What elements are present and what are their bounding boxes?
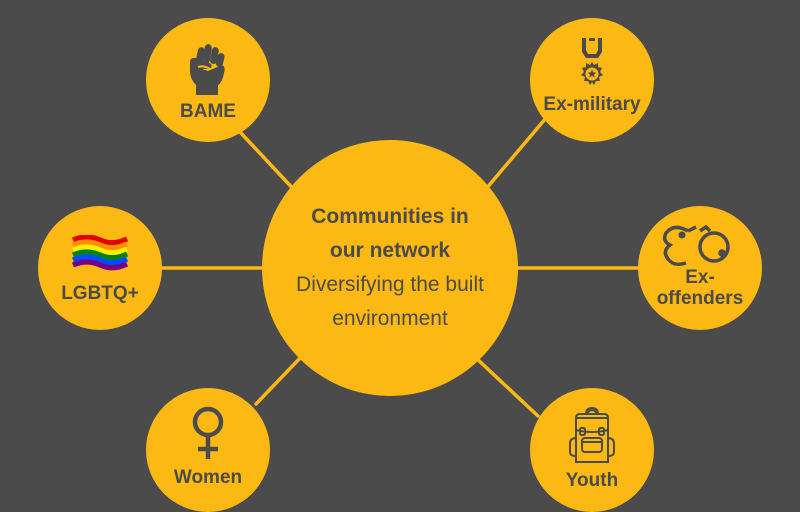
- node-label-youth: Youth: [565, 469, 619, 491]
- node-label-women: Women: [173, 466, 243, 488]
- node-label-ex-offenders-line1: Ex-: [685, 267, 715, 288]
- medal-icon: [581, 37, 603, 85]
- connector-women: [254, 354, 304, 406]
- node-bame: BAME: [146, 18, 270, 142]
- raised-fist-icon: [190, 43, 225, 95]
- node-ex-offenders: Ex- offenders: [638, 206, 762, 330]
- center-title-line1: Communities in: [311, 205, 469, 228]
- node-label-ex-offenders-line2: offenders: [656, 288, 744, 309]
- center-subtitle-line2: environment: [332, 307, 448, 330]
- handcuffs-icon: [662, 224, 730, 267]
- connector-ex-military: [478, 116, 548, 198]
- center-subtitle-line1: Diversifying the built: [296, 273, 484, 296]
- connector-youth: [474, 356, 540, 418]
- node-label-bame: BAME: [180, 100, 236, 122]
- female-symbol-icon: [192, 406, 224, 459]
- connector-bame: [238, 130, 300, 196]
- backpack-icon: [569, 406, 615, 463]
- rainbow-flag-icon: [71, 234, 129, 270]
- node-youth: Youth: [530, 388, 654, 512]
- node-label-lgbtq: LGBTQ+: [61, 282, 139, 304]
- center-title-line2: our network: [329, 239, 451, 262]
- center-node: Communities in our network Diversifying …: [262, 140, 518, 396]
- node-ex-military: Ex-military: [530, 18, 654, 142]
- node-label-ex-military: Ex-military: [543, 93, 641, 115]
- node-lgbtq: LGBTQ+: [38, 206, 162, 330]
- node-women: Women: [146, 388, 270, 512]
